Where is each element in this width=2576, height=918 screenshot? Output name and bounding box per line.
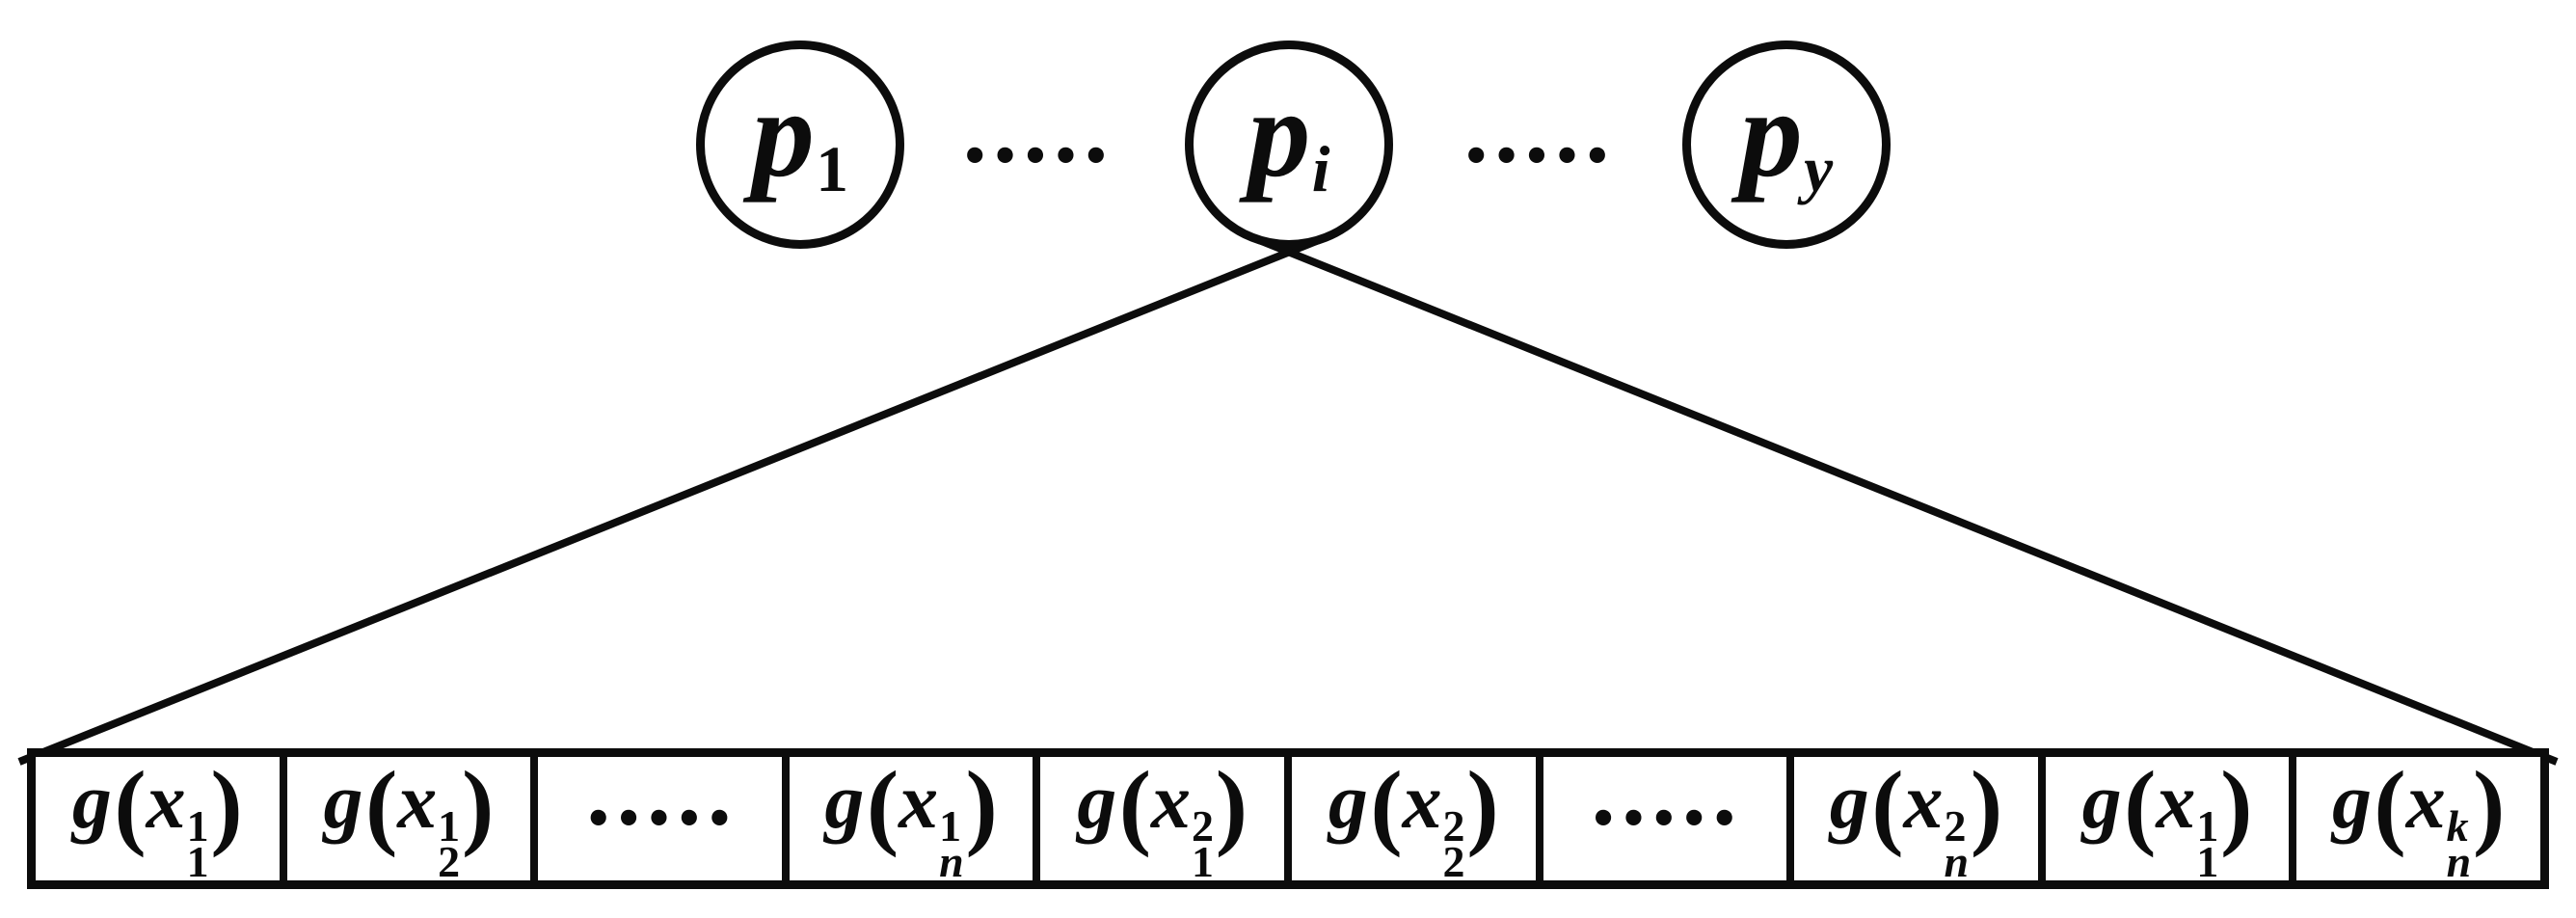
gene-function: g (2331, 757, 2372, 845)
ellipsis-dots: ••••• (960, 130, 1113, 182)
gene-function: g (824, 757, 865, 845)
close-paren: ) (1215, 757, 1248, 858)
gene-function: g (323, 757, 363, 845)
population-symbol: p (1739, 65, 1803, 204)
gene-variable: x (1402, 757, 1442, 845)
population-label-py: py (1740, 71, 1833, 202)
population-symbol: p (751, 65, 815, 204)
gene-subscript: n (1944, 837, 1969, 880)
open-paren: ( (114, 757, 147, 858)
gene-variable: x (1903, 757, 1944, 845)
population-subscript: i (1311, 133, 1330, 206)
population-node-pi: pi (1185, 40, 1393, 249)
population-subscript: y (1804, 133, 1834, 206)
gene-function: g (2081, 757, 2122, 845)
open-paren: ( (364, 757, 398, 858)
gene-superscript: 1 (186, 800, 209, 850)
ellipsis-populations-right: ••••• (1462, 118, 1612, 195)
population-node-py: py (1682, 40, 1891, 249)
population-label-pi: pi (1248, 71, 1329, 202)
gene-superscript: 1 (2196, 800, 2219, 850)
gene-superscript: k (2446, 800, 2469, 850)
ellipsis-cell-2: ••••• (530, 757, 782, 880)
gene-subscript: 1 (1191, 837, 1214, 880)
gene-function: g (1077, 757, 1117, 845)
open-paren: ( (866, 757, 899, 858)
gene-subscript: 2 (1442, 837, 1465, 880)
gene-subscript: 1 (2196, 837, 2219, 880)
ellipsis-dots: ••••• (583, 793, 736, 845)
close-paren: ) (2473, 757, 2506, 858)
gene-variable: x (1151, 757, 1192, 845)
ellipsis-dots: ••••• (1462, 130, 1614, 182)
gene-superscript: 2 (1944, 800, 1967, 850)
connector-line-right (1257, 236, 2559, 766)
gene-variable: x (397, 757, 438, 845)
close-paren: ) (1466, 757, 1499, 858)
gene-variable: x (2156, 757, 2196, 845)
close-paren: ) (461, 757, 495, 858)
gene-superscript: 1 (438, 800, 461, 850)
gene-variable: x (2405, 757, 2446, 845)
ellipsis-cell-6: ••••• (1535, 757, 1787, 880)
close-paren: ) (2220, 757, 2253, 858)
close-paren: ) (965, 757, 998, 858)
gene-superscript: 2 (1442, 800, 1465, 850)
gene-variable: x (899, 757, 939, 845)
ellipsis-dots: ••••• (1589, 793, 1741, 845)
population-symbol: p (1248, 65, 1311, 204)
population-node-p1: p1 (696, 40, 904, 249)
open-paren: ( (2124, 757, 2157, 858)
gene-subscript: 2 (438, 837, 461, 880)
ellipsis-populations-left: ••••• (961, 118, 1111, 195)
gene-subscript: n (939, 837, 964, 880)
gene-superscript: 2 (1191, 800, 1214, 850)
gene-variable: x (146, 757, 186, 845)
close-paren: ) (1970, 757, 2003, 858)
open-paren: ( (2374, 757, 2406, 858)
open-paren: ( (1118, 757, 1152, 858)
connector-line-left (17, 236, 1321, 766)
open-paren: ( (1370, 757, 1403, 858)
gene-function: g (1328, 757, 1368, 845)
open-paren: ( (1871, 757, 1904, 858)
gene-function: g (1829, 757, 1869, 845)
population-label-p1: p1 (752, 71, 848, 202)
close-paren: ) (210, 757, 243, 858)
gene-subscript: 1 (186, 837, 209, 880)
gene-superscript: 1 (939, 800, 962, 850)
gene-function: g (71, 757, 112, 845)
population-subscript: 1 (816, 133, 849, 206)
gene-subscript: n (2446, 837, 2472, 880)
